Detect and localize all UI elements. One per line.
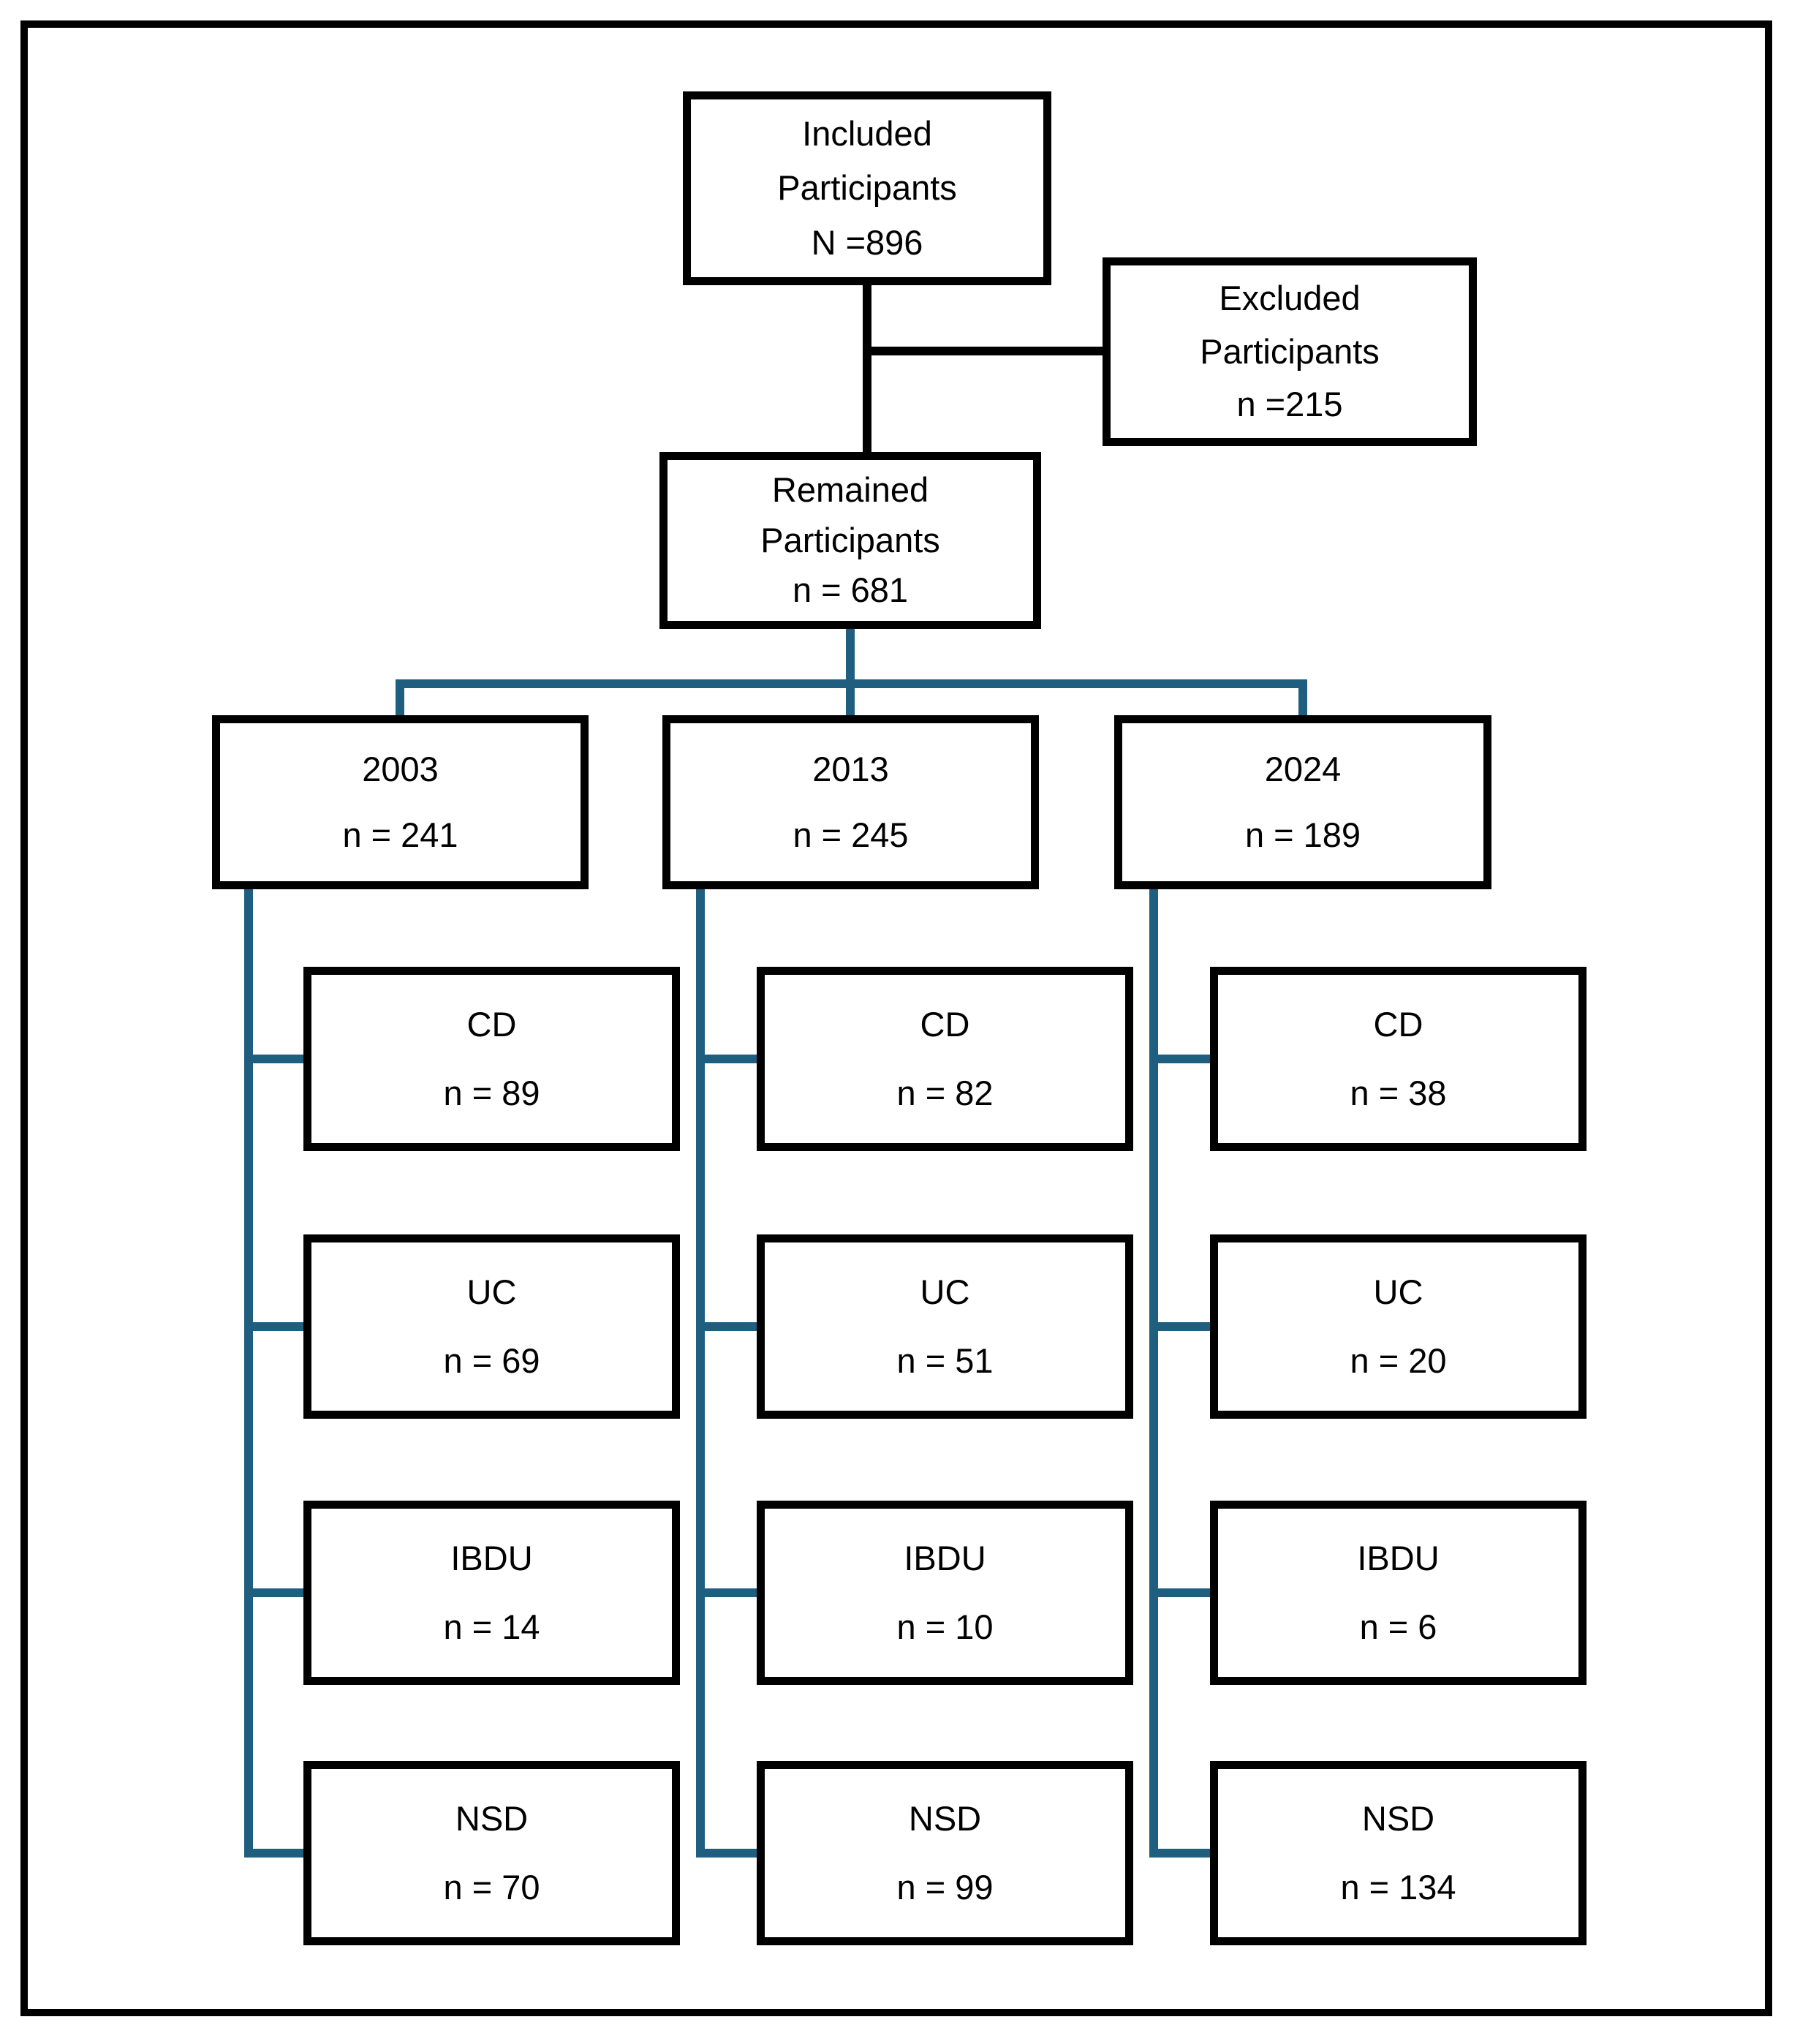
remained-line-1: Remained (771, 470, 929, 510)
spine-2003-line (244, 888, 253, 1858)
stub-2003-uc-line (244, 1322, 308, 1331)
group-2003-cd-box: CD n = 89 (303, 967, 680, 1151)
group-label: UC (466, 1272, 517, 1311)
included-participants-box: Included Participants N =896 (683, 91, 1051, 285)
excluded-line-2: Participants (1200, 331, 1380, 371)
group-label: UC (920, 1272, 970, 1311)
stub-2003-ibdu-line (244, 1588, 308, 1597)
stub-2024-uc-line (1149, 1322, 1214, 1331)
stub-2013-cd-line (696, 1055, 761, 1063)
stub-2024-nsd-line (1149, 1849, 1214, 1858)
group-label: NSD (908, 1798, 982, 1838)
remained-line-2: Participants (760, 520, 940, 559)
included-count: N =896 (811, 222, 923, 262)
cohort-count: n = 189 (1244, 815, 1361, 854)
group-label: CD (1373, 1004, 1423, 1044)
group-label: IBDU (1357, 1538, 1440, 1577)
group-label: UC (1373, 1272, 1423, 1311)
group-count: n = 14 (443, 1607, 540, 1647)
group-2013-uc-box: UC n = 51 (757, 1234, 1133, 1419)
group-2024-ibdu-box: IBDU n = 6 (1210, 1501, 1587, 1685)
group-label: IBDU (904, 1538, 986, 1577)
group-2024-cd-box: CD n = 38 (1210, 967, 1587, 1151)
stub-2013-uc-line (696, 1322, 761, 1331)
group-2013-nsd-box: NSD n = 99 (757, 1761, 1133, 1945)
group-2013-ibdu-box: IBDU n = 10 (757, 1501, 1133, 1685)
cohort-2003-box: 2003 n = 241 (212, 715, 589, 889)
cohort-year: 2013 (812, 749, 889, 788)
excluded-participants-box: Excluded Participants n =215 (1103, 257, 1477, 446)
group-label: NSD (455, 1798, 529, 1838)
group-count: n = 6 (1359, 1607, 1437, 1647)
group-2024-uc-box: UC n = 20 (1210, 1234, 1587, 1419)
stub-2013-nsd-line (696, 1849, 761, 1858)
group-count: n = 99 (896, 1868, 994, 1907)
connector-drop-2013-line (846, 679, 855, 717)
group-count: n = 38 (1350, 1074, 1447, 1113)
group-2003-ibdu-box: IBDU n = 14 (303, 1501, 680, 1685)
cohort-count: n = 245 (793, 815, 909, 854)
remained-participants-box: Remained Participants n = 681 (659, 452, 1041, 629)
group-2003-nsd-box: NSD n = 70 (303, 1761, 680, 1945)
cohort-count: n = 241 (342, 815, 458, 854)
group-2013-cd-box: CD n = 82 (757, 967, 1133, 1151)
group-count: n = 89 (443, 1074, 540, 1113)
group-count: n = 69 (443, 1341, 540, 1381)
group-2024-nsd-box: NSD n = 134 (1210, 1761, 1587, 1945)
included-line-2: Participants (777, 168, 957, 208)
connector-included-to-remained-line (863, 284, 871, 455)
connector-to-excluded-line (863, 347, 1111, 355)
cohort-2013-box: 2013 n = 245 (662, 715, 1039, 889)
excluded-line-1: Excluded (1219, 279, 1361, 318)
group-label: CD (466, 1004, 517, 1044)
group-count: n = 82 (896, 1074, 994, 1113)
group-count: n = 20 (1350, 1341, 1447, 1381)
excluded-count: n =215 (1236, 385, 1343, 424)
group-label: IBDU (450, 1538, 533, 1577)
cohort-2024-box: 2024 n = 189 (1114, 715, 1491, 889)
connector-remained-drop-line (846, 627, 855, 684)
cohort-year: 2024 (1264, 749, 1342, 788)
group-count: n = 10 (896, 1607, 994, 1647)
spine-2013-line (696, 888, 705, 1858)
group-label: NSD (1361, 1798, 1435, 1838)
stub-2003-nsd-line (244, 1849, 308, 1858)
group-label: CD (920, 1004, 970, 1044)
stub-2024-cd-line (1149, 1055, 1214, 1063)
stub-2003-cd-line (244, 1055, 308, 1063)
remained-count: n = 681 (792, 570, 909, 610)
included-line-1: Included (802, 114, 932, 154)
cohort-year: 2003 (362, 749, 439, 788)
spine-2024-line (1149, 888, 1158, 1858)
connector-drop-2003-line (396, 679, 404, 717)
group-count: n = 134 (1340, 1868, 1456, 1907)
group-2003-uc-box: UC n = 69 (303, 1234, 680, 1419)
outer-frame (20, 20, 1772, 2016)
stub-2013-ibdu-line (696, 1588, 761, 1597)
stub-2024-ibdu-line (1149, 1588, 1214, 1597)
connector-drop-2024-line (1298, 679, 1307, 717)
group-count: n = 51 (896, 1341, 994, 1381)
group-count: n = 70 (443, 1868, 540, 1907)
